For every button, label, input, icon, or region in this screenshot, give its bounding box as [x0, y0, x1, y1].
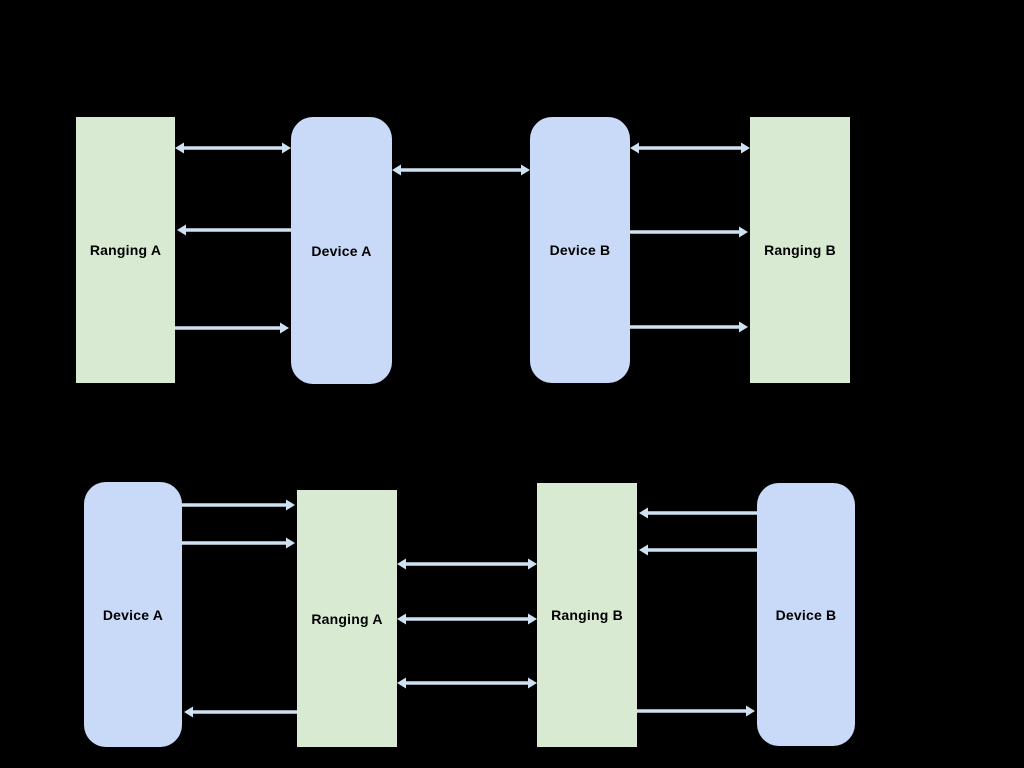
- node-device-a-bottom: Device A: [84, 482, 182, 747]
- arrow: [397, 677, 537, 689]
- arrow: [639, 544, 757, 556]
- arrow: [397, 558, 537, 570]
- arrow: [630, 142, 750, 154]
- node-label: Ranging A: [89, 242, 162, 258]
- node-label: Device A: [311, 242, 372, 259]
- node-ranging-a-top: Ranging A: [76, 117, 175, 383]
- node-ranging-a-bottom: Ranging A: [297, 490, 397, 747]
- node-label: Ranging B: [764, 242, 836, 258]
- arrow: [182, 537, 295, 549]
- node-label: Ranging A: [311, 610, 383, 627]
- arrow: [392, 164, 530, 176]
- node-label: Device B: [549, 242, 611, 258]
- arrow: [175, 142, 291, 154]
- arrow: [177, 224, 291, 236]
- node-device-b-top: Device B: [530, 117, 630, 383]
- arrow: [182, 499, 295, 511]
- arrow: [630, 321, 748, 333]
- arrow: [639, 507, 757, 519]
- node-label: Ranging B: [551, 607, 623, 623]
- node-label: Device B: [775, 606, 837, 623]
- arrow: [175, 322, 289, 334]
- node-device-a-top: Device A: [291, 117, 392, 384]
- arrow: [637, 705, 755, 717]
- node-label: Device A: [102, 606, 164, 623]
- arrow: [397, 613, 537, 625]
- arrow: [184, 706, 297, 718]
- node-device-b-bottom: Device B: [757, 483, 855, 746]
- node-ranging-b-bottom: Ranging B: [537, 483, 637, 747]
- arrow: [630, 226, 748, 238]
- node-ranging-b-top: Ranging B: [750, 117, 850, 383]
